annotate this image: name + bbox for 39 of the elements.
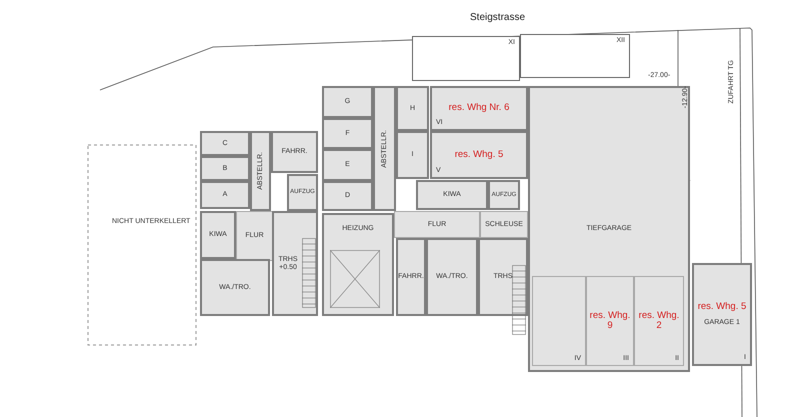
room-area: [373, 86, 396, 211]
room-area: [322, 86, 373, 118]
room-area: [430, 86, 528, 131]
room-area: [488, 180, 520, 210]
room-area: [532, 276, 586, 366]
room-area: [200, 156, 250, 181]
room-area: [200, 181, 250, 209]
reservation-note: res. Whg. 5: [454, 150, 504, 160]
room-area: [200, 131, 250, 156]
room-area: [480, 211, 528, 238]
room-area: [236, 211, 273, 261]
room-area: [322, 213, 394, 316]
room-area: [250, 131, 271, 211]
room-area: [272, 211, 318, 316]
room-area: [396, 86, 429, 131]
room-area: [430, 131, 528, 179]
room-area: [586, 276, 634, 366]
street-name: Steigstrasse: [470, 12, 526, 23]
room-area: [634, 276, 684, 366]
room-area: [322, 181, 373, 211]
room-area: [396, 238, 426, 316]
room-area: [394, 211, 480, 238]
room-area: [396, 131, 429, 179]
reservation-note: res. Whg. 5: [698, 302, 746, 313]
room-area: [692, 263, 752, 366]
reservation-note: res. Whg Nr. 6: [448, 103, 510, 114]
room-area: [412, 36, 520, 81]
reservation-note: res. Whg. 2: [638, 310, 680, 332]
room-area: [520, 34, 630, 78]
room-area: [322, 118, 373, 149]
room-area: [200, 211, 236, 259]
room-area: [287, 174, 318, 211]
room-area: [322, 149, 373, 181]
room-area: [416, 180, 488, 210]
room-area: [200, 259, 270, 316]
reservation-note: res. Whg. 9: [588, 310, 632, 332]
room-area: [271, 131, 318, 173]
room-area: [528, 86, 690, 372]
room-area: [426, 238, 478, 316]
